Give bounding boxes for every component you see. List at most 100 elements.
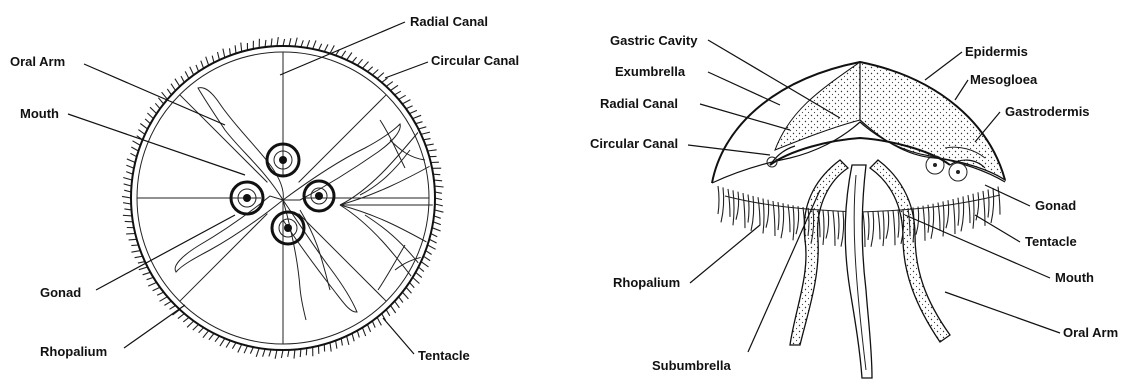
tentacle-strand	[226, 341, 230, 348]
tentacle-strand	[138, 130, 145, 135]
tentacle-strand	[232, 343, 236, 349]
tentacle-strand	[212, 56, 214, 63]
tentacle-strand	[406, 287, 412, 293]
tentacle-strand	[416, 122, 423, 124]
tentacle-strand	[145, 119, 150, 124]
tentacle-strand	[215, 336, 219, 342]
tentacle-strand	[147, 277, 154, 279]
tentacle-strand	[409, 282, 414, 287]
tentacle-strand	[431, 234, 437, 237]
tentacle-strand	[185, 71, 189, 78]
side-tentacle-strand	[758, 197, 760, 225]
tentacle-strand	[160, 297, 168, 302]
tentacle-strand	[263, 349, 266, 357]
tentacle-strand	[357, 59, 362, 65]
tentacle-strand	[164, 301, 171, 305]
tentacle-strand	[418, 267, 424, 272]
tentacle-strand	[148, 282, 156, 286]
tentacle-strand	[244, 346, 247, 353]
tentacle-strand	[367, 67, 372, 72]
radial-canal-line	[299, 214, 387, 302]
tentacle-strand	[235, 45, 236, 53]
tentacle-strand	[382, 78, 388, 82]
tentacle-strand	[377, 73, 384, 79]
side-tentacle-strand	[736, 192, 739, 220]
side-tentacle-strand	[893, 210, 895, 245]
tentacle-strand	[129, 239, 137, 240]
tentacle-strand	[241, 43, 242, 52]
tentacle-strand	[435, 192, 442, 193]
side-tentacle-strand	[773, 201, 775, 236]
label-tentacle-side: Tentacle	[1025, 234, 1077, 249]
side-tentacle-strand	[958, 198, 959, 226]
tentacle-strand	[131, 245, 138, 246]
tentacle-strand	[352, 333, 354, 341]
top-branched-canals	[340, 120, 436, 290]
tentacle-strand	[153, 287, 160, 290]
tentacle-strand	[220, 338, 225, 346]
tentacle-strand	[372, 321, 375, 328]
tentacle-strand	[423, 139, 430, 140]
tentacle-strand	[426, 144, 434, 145]
side-tentacle-strand	[938, 203, 940, 231]
label-radial-canal-side: Radial Canal	[600, 96, 678, 111]
tentacle-strand	[183, 317, 189, 322]
tentacle-strand	[399, 95, 406, 99]
tentacle-strand	[209, 333, 214, 339]
tentacle-strand	[157, 292, 163, 295]
tentacle-strand	[203, 331, 209, 338]
side-tentacle-strand	[826, 211, 829, 239]
tentacle-strand	[277, 37, 278, 46]
tentacle-strand	[313, 40, 316, 49]
label-tentacle-top: Tentacle	[418, 348, 470, 363]
side-tentacle-strand	[751, 196, 754, 231]
tentacle-strand	[347, 53, 352, 61]
tentacle-strand	[435, 198, 442, 200]
side-oral-arms	[790, 160, 950, 378]
side-tentacle-strand	[788, 204, 790, 232]
side-tentacle-strand	[871, 212, 874, 247]
tentacle-strand	[352, 57, 357, 63]
tentacle-strand	[122, 196, 131, 198]
label-oral-arm-top: Oral Arm	[10, 54, 65, 69]
side-tentacle-strand	[841, 212, 844, 247]
tentacle-strand	[155, 103, 160, 108]
tentacle-strand	[421, 132, 430, 134]
side-tentacle-strand	[793, 205, 794, 240]
side-tentacle-strand	[973, 194, 974, 229]
radial-canal-line	[299, 95, 387, 183]
tentacle-strand	[409, 110, 417, 113]
tentacle-strand	[126, 165, 133, 168]
tentacle-strand	[193, 324, 199, 330]
tentacle-strand	[426, 251, 432, 255]
tentacle-strand	[336, 341, 337, 349]
tentacle-strand	[377, 317, 381, 325]
tentacle-strand	[357, 331, 359, 338]
tentacle-strand	[123, 203, 131, 204]
tentacle-strand	[330, 343, 331, 352]
tentacle-strand	[124, 190, 131, 192]
tentacle-strand	[347, 336, 349, 345]
side-tentacle-strand	[833, 211, 835, 246]
tentacle-strand	[271, 38, 272, 46]
tentacle-strand	[127, 159, 135, 163]
side-tentacle-strand	[886, 211, 889, 239]
tentacle-strand	[367, 324, 370, 332]
tentacle-strand	[391, 306, 396, 314]
label-mesogloea-side: Mesogloea	[970, 72, 1038, 87]
tentacle-strand	[281, 350, 283, 358]
label-epidermis-side: Epidermis	[965, 44, 1028, 59]
tentacle-strand	[372, 70, 378, 76]
tentacle-strand	[391, 85, 399, 90]
side-tentacle-strand	[991, 188, 994, 223]
tentacle-strand	[386, 82, 393, 87]
tentacle-strand	[130, 153, 136, 156]
tentacle-strand	[413, 115, 422, 118]
tentacle-strand	[175, 79, 180, 87]
label-rhopalium-side: Rhopalium	[613, 275, 680, 290]
tentacle-strand	[138, 262, 145, 264]
side-tentacle-strand	[968, 195, 970, 223]
side-tentacle-strand	[733, 190, 734, 225]
side-tentacle-strand	[883, 211, 884, 246]
